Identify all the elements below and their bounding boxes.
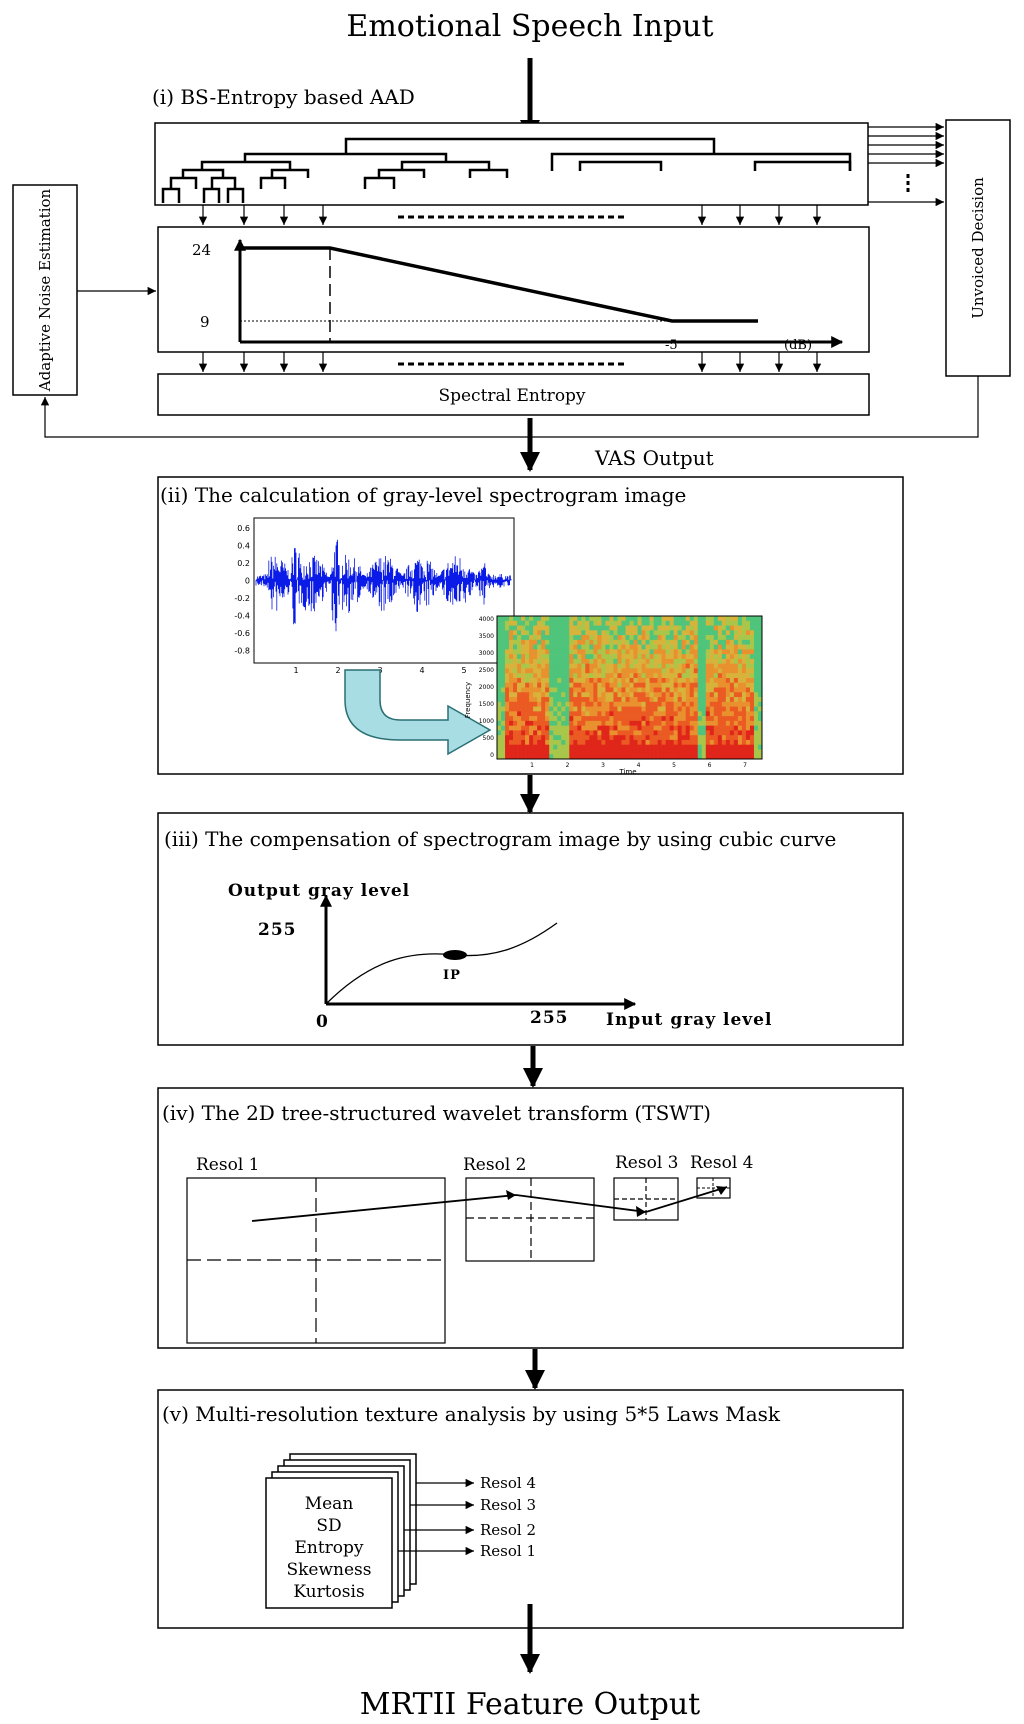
- tswt-diagram: Resol 1 Resol 2 Resol 3 Resol 4: [186, 1153, 753, 1344]
- spectrogram-x-tick: 6: [708, 762, 712, 769]
- spectrogram-xlabel: Time: [618, 768, 636, 776]
- waveform-y-tick: 0.6: [237, 524, 250, 533]
- tree-output-arrows: [868, 122, 944, 207]
- spectrogram-x-tick: 3: [601, 762, 605, 769]
- waveform-y-tick: -0.6: [234, 629, 250, 638]
- section1-title: (i) BS-Entropy based AAD: [152, 85, 415, 109]
- threshold-graph: 24 9 -5 (dB): [192, 238, 844, 353]
- spectrogram-ylabel: Frequency: [464, 682, 472, 718]
- spectrogram-y-tick: 3500: [479, 633, 494, 640]
- inflection-point: [443, 950, 467, 960]
- waveform-y-tick: -0.4: [234, 612, 250, 621]
- spectrogram-x-tick: 4: [637, 762, 641, 769]
- feature-entropy: Entropy: [294, 1538, 363, 1558]
- diagram-footer: MRTII Feature Output: [360, 1687, 700, 1722]
- cubic-y-max: 255: [258, 920, 297, 940]
- spectral-entropy-box: [157, 373, 870, 416]
- waveform-x-tick: 5: [461, 666, 466, 675]
- spectrogram-x-tick: 2: [566, 762, 570, 769]
- feedback-loop: [40, 286, 979, 438]
- laws-out-resol3: Resol 3: [480, 1496, 536, 1514]
- graph-x-unit: (dB): [784, 338, 812, 353]
- diagram-title: Emotional Speech Input: [346, 9, 713, 44]
- resol2-label: Resol 2: [463, 1155, 526, 1175]
- waveform-y-tick: -0.8: [234, 647, 250, 656]
- section2-title: (ii) The calculation of gray-level spect…: [160, 483, 686, 507]
- resol3-label: Resol 3: [615, 1153, 678, 1173]
- band-arrows-bottom: [198, 352, 822, 372]
- waveform-x-tick: 2: [335, 666, 340, 675]
- laws-out-resol2: Resol 2: [480, 1521, 536, 1539]
- waveform-y-tick: 0.4: [237, 542, 250, 551]
- cubic-origin: 0: [316, 1012, 329, 1032]
- waveform-y-tick: -0.2: [234, 594, 250, 603]
- cubic-x-max: 255: [530, 1008, 569, 1028]
- vas-output-label: VAS Output: [594, 446, 714, 470]
- spectrogram-y-tick: 1500: [479, 701, 494, 708]
- cubic-curve-plot: Output gray level 255 0 255 Input gray l…: [228, 881, 772, 1032]
- waveform-x-tick: 4: [419, 666, 424, 675]
- noise-estimation-label: Adaptive Noise Estimation: [36, 188, 54, 392]
- graph-x-point: -5: [665, 338, 678, 353]
- resol2-block: [465, 1177, 595, 1262]
- graph-y-top: 24: [192, 241, 211, 259]
- spectral-entropy-label: Spectral Entropy: [438, 386, 585, 406]
- resol1-label: Resol 1: [196, 1155, 259, 1175]
- spectrogram-x-tick: 5: [672, 762, 676, 769]
- wavelet-tree-box: [154, 122, 869, 206]
- feature-skewness: Skewness: [286, 1560, 371, 1580]
- laws-mask-stack: Mean SD Entropy Skewness Kurtosis: [265, 1453, 417, 1609]
- unvoiced-decision-box: [945, 119, 1011, 377]
- feature-kurtosis: Kurtosis: [293, 1582, 364, 1602]
- noise-estimation-box: [12, 184, 78, 396]
- wavelet-packet-tree: [161, 137, 852, 203]
- spectrogram-y-tick: 2000: [479, 684, 494, 691]
- unvoiced-decision-label: Unvoiced Decision: [969, 177, 987, 319]
- spectrogram-x-tick: 1: [530, 762, 534, 769]
- feature-box: [265, 1477, 393, 1609]
- transform-arrow: [344, 669, 492, 756]
- laws-output-arrows: [398, 1478, 474, 1556]
- spectrogram-y-tick: 4000: [479, 616, 494, 623]
- threshold-graph-box: [157, 226, 870, 353]
- feature-mean: Mean: [305, 1494, 354, 1514]
- cubic-y-label: Output gray level: [228, 881, 410, 901]
- spectrogram-x-ticks: 1 2 3 4 5 6 7: [530, 762, 747, 769]
- laws-out-resol1: Resol 1: [480, 1542, 536, 1560]
- waveform-x-tick: 1: [293, 666, 298, 675]
- waveform-y-tick: 0.2: [237, 559, 250, 568]
- spectrogram-y-tick: 2500: [479, 667, 494, 674]
- feature-sd: SD: [316, 1516, 341, 1536]
- waveform-y-tick: 0: [245, 577, 250, 586]
- spectrogram-y-tick: 0: [490, 752, 494, 759]
- spectrogram-y-tick: 500: [483, 735, 495, 742]
- waveform-signal: [255, 539, 512, 632]
- resol4-label: Resol 4: [690, 1153, 753, 1173]
- section5-title: (v) Multi-resolution texture analysis by…: [162, 1402, 781, 1426]
- spectrogram-x-tick: 7: [743, 762, 747, 769]
- cubic-ip-label: IP: [443, 968, 461, 983]
- spectrogram-plot: 4000 3500 3000 2500 2000 1500 1000 500 0 1 2 3 4 5 6 7…: [464, 615, 763, 776]
- waveform-y-ticks: 0.6 0.4 0.2 0 -0.2 -0.4 -0.6 -0.8: [234, 524, 250, 656]
- section3-title: (iii) The compensation of spectrogram im…: [164, 827, 836, 851]
- cubic-x-label: Input gray level: [606, 1010, 772, 1030]
- spectrogram-image: [497, 616, 763, 760]
- spectrogram-y-ticks: 4000 3500 3000 2500 2000 1500 1000 500 0: [479, 616, 494, 759]
- laws-out-resol4: Resol 4: [480, 1474, 536, 1492]
- band-arrows-top: [198, 205, 822, 225]
- spectrogram-y-tick: 1000: [479, 718, 494, 725]
- spectrogram-y-tick: 3000: [479, 650, 494, 657]
- section4-title: (iv) The 2D tree-structured wavelet tran…: [162, 1101, 711, 1125]
- section3-box: [157, 812, 904, 1046]
- graph-y-low: 9: [200, 313, 210, 331]
